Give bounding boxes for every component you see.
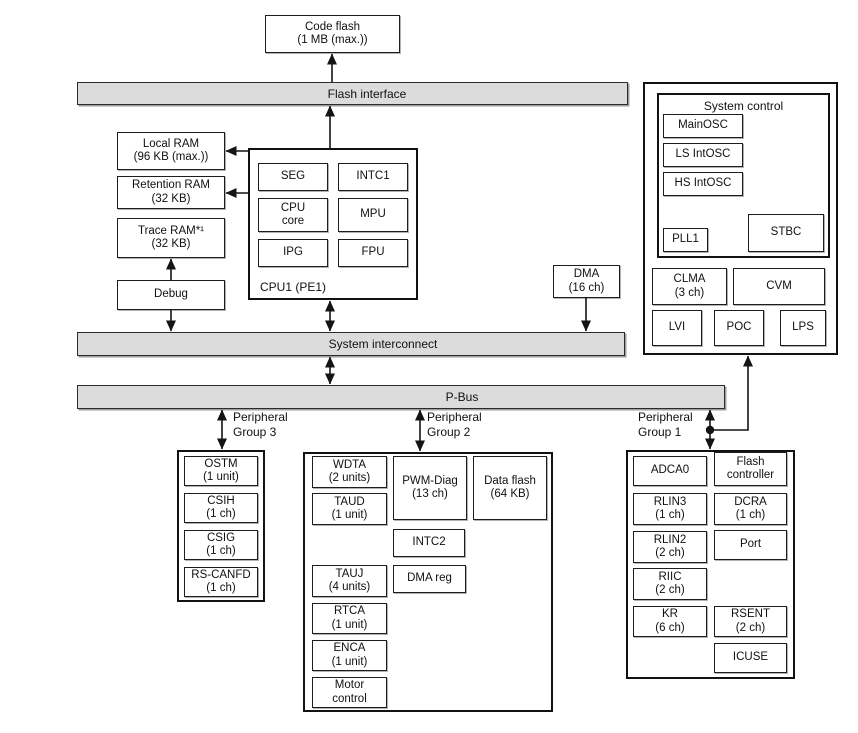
hs-intosc-box: HS IntOSC (663, 172, 743, 196)
csig-box: CSIG (1 ch) (184, 530, 258, 560)
port-box: Port (714, 530, 787, 560)
peripheral-group-2-label: Peripheral Group 2 (427, 410, 482, 439)
cpu-core-box: CPU core (258, 198, 328, 232)
ls-intosc-box: LS IntOSC (663, 143, 743, 167)
poc-box: POC (714, 310, 764, 346)
retention-ram-box: Retention RAM (32 KB) (117, 176, 225, 209)
bus-bar-system-interconnect: System interconnect (77, 332, 625, 356)
peripheral-group-1-block (626, 450, 795, 679)
mpu-box: MPU (338, 198, 408, 232)
rs-canfd-box: RS-CANFD (1 ch) (184, 567, 258, 597)
system-interconnect-label: System interconnect (328, 337, 438, 351)
icuse-box: ICUSE (714, 643, 787, 673)
stbc-box: STBC (748, 214, 824, 252)
clma-box: CLMA (3 ch) (652, 268, 727, 305)
mainosc-box: MainOSC (663, 114, 743, 138)
p-bus-label: P-Bus (445, 390, 479, 404)
ostm-box: OSTM (1 unit) (184, 456, 258, 486)
adca0-box: ADCA0 (633, 456, 707, 486)
peripheral-group-3-block (177, 450, 265, 602)
csih-box: CSIH (1 ch) (184, 493, 258, 523)
bus-bar-flash-interface: Flash interface (77, 82, 628, 105)
debug-box: Debug (117, 280, 225, 310)
rsent-box: RSENT (2 ch) (714, 606, 787, 637)
lps-box: LPS (780, 310, 826, 346)
enca-box: ENCA (1 unit) (312, 640, 387, 671)
dma-box: DMA (16 ch) (553, 265, 620, 298)
peripheral-group-1-label: Peripheral Group 1 (638, 410, 693, 439)
fpu-box: FPU (338, 239, 408, 267)
cvm-box: CVM (733, 268, 825, 305)
ipg-box: IPG (258, 239, 328, 267)
rtca-box: RTCA (1 unit) (312, 603, 387, 634)
flash-controller-box: Flash controller (714, 452, 787, 486)
dma-reg-box: DMA reg (393, 565, 466, 593)
cpu1-block-label: CPU1 (PE1) (260, 280, 327, 294)
rlin2-box: RLIN2 (2 ch) (633, 531, 707, 563)
data-flash-box: Data flash (64 KB) (473, 456, 547, 520)
peripheral-group-3-label: Peripheral Group 3 (233, 410, 288, 439)
wdta-box: WDTA (2 units) (312, 456, 387, 488)
intc2-box: INTC2 (393, 529, 465, 557)
system-control-outer (643, 82, 838, 355)
trace-ram-box: Trace RAM*¹ (32 KB) (117, 218, 225, 258)
lvi-box: LVI (652, 310, 702, 346)
dcra-box: DCRA (1 ch) (714, 493, 787, 525)
kr-box: KR (6 ch) (633, 606, 707, 637)
local-ram-box: Local RAM (96 KB (max.)) (117, 132, 225, 170)
pll1-box: PLL1 (663, 228, 708, 252)
system-control-label: System control (703, 99, 784, 113)
bus-bar-p-bus: P-Bus (77, 385, 725, 409)
system-control: System control (657, 93, 830, 258)
cpu1-block: CPU1 (PE1) (248, 148, 418, 300)
pwm-diag-box: PWM-Diag (13 ch) (393, 456, 467, 520)
motor-control-box: Motor control (312, 677, 387, 708)
intc1-box: INTC1 (338, 163, 408, 191)
tauj-box: TAUJ (4 units) (312, 565, 387, 597)
rlin3-box: RLIN3 (1 ch) (633, 493, 707, 525)
flash-interface-label: Flash interface (327, 86, 407, 101)
code-flash-box: Code flash (1 MB (max.)) (265, 15, 400, 53)
taud-box: TAUD (1 unit) (312, 493, 387, 525)
riic-box: RIIC (2 ch) (633, 568, 707, 600)
peripheral-group-2-block (303, 452, 553, 712)
seg-box: SEG (258, 163, 328, 191)
junction-dot (705, 425, 715, 435)
